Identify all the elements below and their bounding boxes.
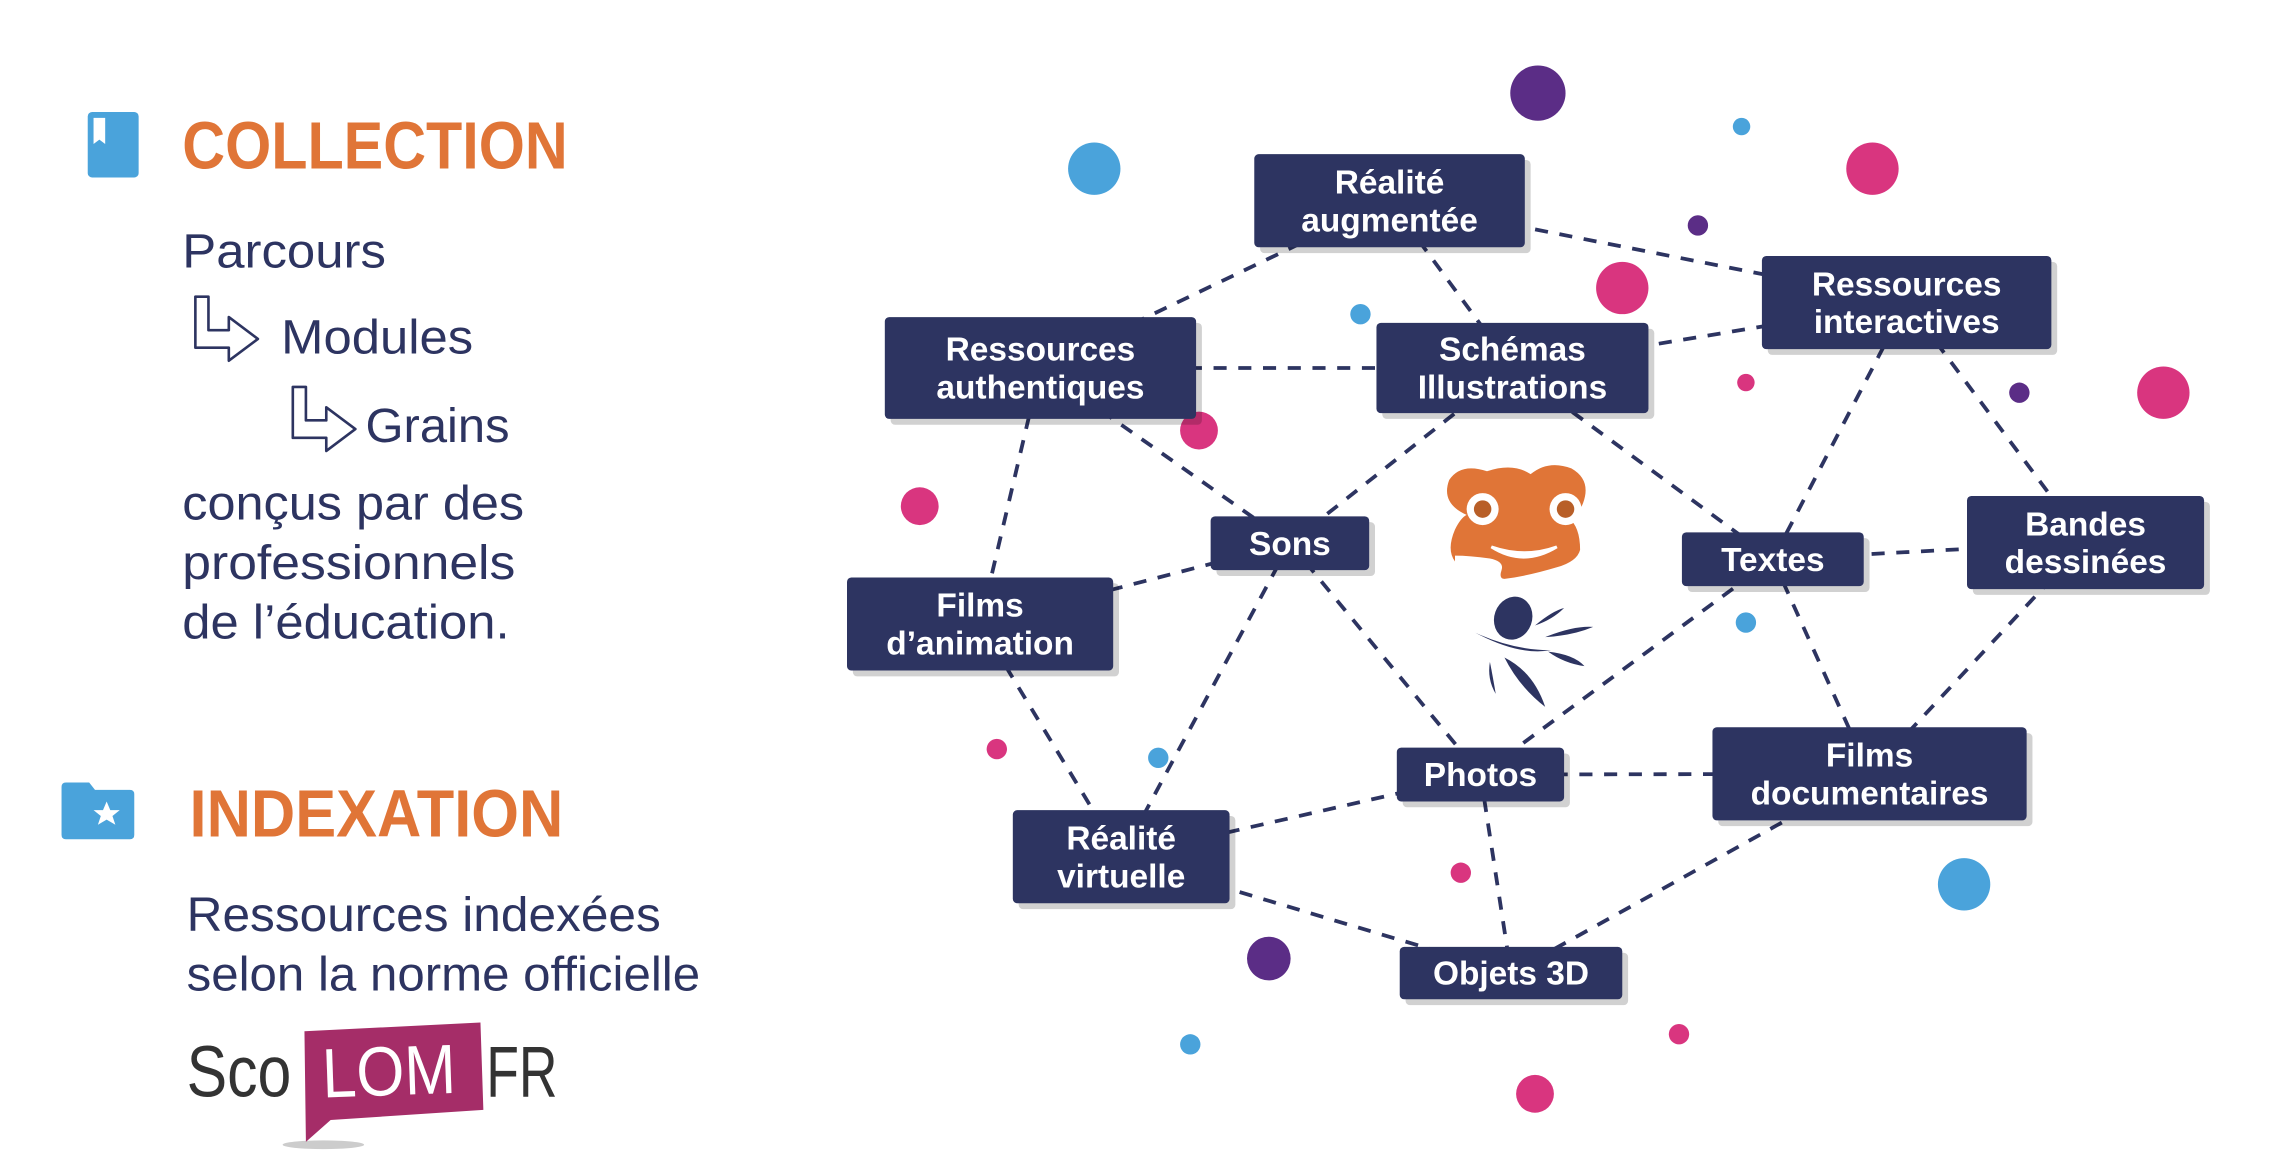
node-label: Films [936,588,1023,625]
node-photos: Photos [1396,747,1570,808]
edge-textes-photos [1479,557,1774,777]
frog-mascot-logo [1447,465,1586,579]
node-box [1376,322,1649,414]
bookmark-book-icon [87,112,139,178]
pink-dot [1596,261,1649,315]
node-box [1967,496,2205,590]
level-modules: Modules [281,311,473,364]
logo-sco: Sco [187,1032,292,1113]
blue-dot [1068,142,1121,195]
node-label: augmentée [1301,202,1478,239]
node-o3d: Objets 3D [1399,946,1629,1006]
graph-nodes: RéalitéaugmentéeRessourcesinteractivesRe… [847,154,2210,1006]
purple-dot [2009,382,2030,403]
node-box [1396,747,1565,802]
node-box [1254,154,1525,248]
collection-description-line: professionnels [182,537,515,590]
node-box [1210,516,1370,571]
collection-description-line: conçus par des [182,477,524,530]
blue-dot [1735,612,1757,633]
edge-o3d-fd [1510,772,1871,975]
pink-dot [1846,142,1899,195]
edge-sons-photos [1288,542,1482,776]
pink-dot [1737,373,1755,392]
node-box [1712,727,2027,821]
collection-title: COLLECTION [182,109,567,184]
pink-dot [1668,1024,1690,1045]
node-label: authentiques [936,370,1144,407]
node-label: dessinées [2005,544,2167,581]
node-box [884,317,1197,419]
arrow-down-right-icon [291,385,357,453]
level-parcours: Parcours [182,226,386,279]
pink-dot [1450,862,1471,883]
indexation-section: INDEXATION Ressources indexées selon la … [61,776,700,1150]
node-textes: Textes [1681,532,1870,592]
olive-branch-logo [1475,596,1594,707]
edge-rau-fa [978,367,1043,625]
node-label: Films [1826,738,1913,775]
pink-dot [900,487,939,526]
node-label: Textes [1721,542,1824,579]
edge-sons-rv [1119,542,1292,858]
decorative-dots [900,65,2190,1113]
pink-dot [986,738,1007,760]
folder-star-icon [61,782,135,840]
node-box [1761,256,2052,350]
node-label: Schémas [1439,332,1586,369]
edge-rv-o3d [1120,854,1512,975]
node-label: Sons [1249,526,1331,563]
node-label: Réalité [1066,820,1176,857]
logo-fr: FR [486,1032,557,1113]
purple-dot [1510,65,1566,121]
logo-lom: LOM [321,1030,457,1113]
node-label: documentaires [1751,775,1989,812]
node-label: virtuelle [1057,858,1185,895]
pink-dot [1516,1074,1554,1113]
arrow-down-right-icon [194,295,260,363]
pink-dot [1180,411,1218,450]
blue-dot [1732,117,1751,136]
node-label: Illustrations [1418,370,1608,407]
blue-dot [1148,747,1169,768]
purple-dot [1687,215,1709,236]
node-label: Objets 3D [1433,956,1589,993]
node-box [1681,532,1864,587]
indexation-description-line: Ressources indexées [187,889,661,942]
pink-dot [2137,366,2190,419]
node-label: Réalité [1335,164,1445,201]
node-label: d’animation [886,626,1074,663]
blue-dot [1937,858,1991,911]
node-box [847,577,1114,671]
level-grains: Grains [366,400,510,453]
node-label: Ressources [946,332,1136,369]
node-label: interactives [1814,304,2000,341]
node-box [1012,810,1230,904]
scolomfr-logo: Sco LOM FR [187,1022,558,1150]
node-label: Bandes [2025,506,2146,543]
indexation-description-line: selon la norme officielle [187,949,700,1002]
blue-dot [1350,304,1371,325]
indexation-title: INDEXATION [190,776,564,851]
node-sons: Sons [1210,516,1375,576]
node-box [1399,946,1623,1000]
purple-dot [1247,936,1291,981]
blue-dot [1180,1034,1201,1055]
node-label: Ressources [1812,266,2002,303]
collection-description-line: de l’éducation. [182,597,509,650]
node-label: Photos [1424,757,1537,794]
collection-section: COLLECTION Parcours Modules Grains conçu… [87,109,568,650]
edge-photos-o3d [1478,774,1513,974]
